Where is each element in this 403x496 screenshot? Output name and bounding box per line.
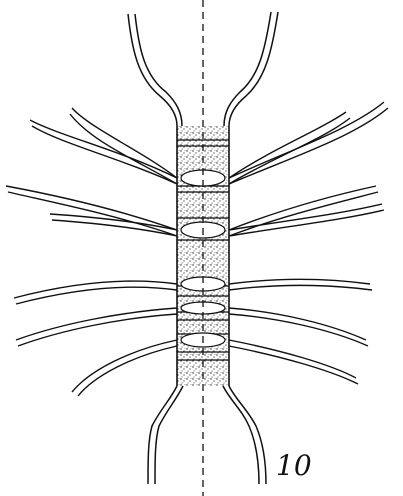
- left-appendages: [6, 108, 177, 396]
- figure-number: 10: [276, 452, 312, 480]
- right-appendages: [229, 102, 388, 384]
